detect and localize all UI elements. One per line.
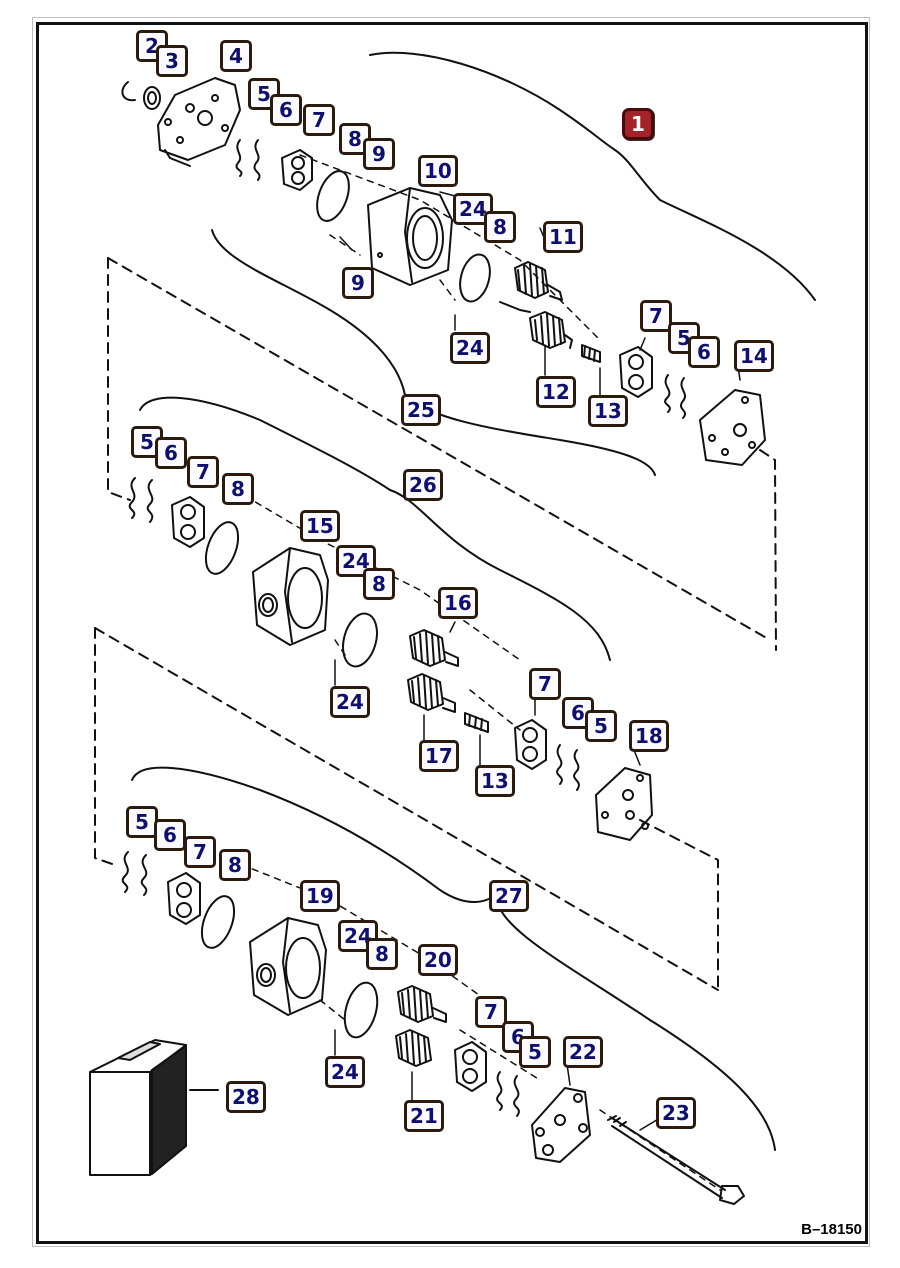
callout-24[interactable]: 24 [330, 686, 370, 718]
end-cover-22 [531, 1087, 591, 1163]
callout-1-assembly[interactable]: 1 [622, 108, 654, 140]
outer-border [32, 17, 870, 1247]
bushing-block-7-bottom [167, 872, 201, 925]
bushing-block-7-rear-mid [514, 719, 547, 770]
callout-15[interactable]: 15 [300, 510, 340, 542]
o-ring-8-mid [204, 521, 240, 575]
diagram-reference-code: B–18150 [801, 1221, 862, 1238]
callout-27[interactable]: 27 [489, 880, 529, 912]
snap-ring-2 [121, 81, 136, 102]
callout-26[interactable]: 26 [403, 469, 443, 501]
callout-20[interactable]: 20 [418, 944, 458, 976]
callout-24[interactable]: 24 [325, 1056, 365, 1088]
brace-group-26 [139, 396, 611, 661]
o-ring-8-top [316, 170, 350, 222]
callout-19[interactable]: 19 [300, 880, 340, 912]
callout-24[interactable]: 24 [450, 332, 490, 364]
springs-5-6-top [235, 139, 261, 181]
callout-16[interactable]: 16 [438, 587, 478, 619]
springs-5-6-rear-top [664, 374, 686, 419]
end-cover-18 [595, 767, 653, 841]
callout-7[interactable]: 7 [640, 300, 672, 332]
springs-5-6-mid [128, 477, 154, 523]
driven-gear-17 [407, 673, 456, 713]
gear-housing-10 [367, 187, 453, 286]
springs-5-6-bottom [121, 851, 148, 896]
springs-5-6-rear-mid [556, 744, 580, 791]
drive-gear-11 [514, 261, 563, 301]
callout-23[interactable]: 23 [656, 1097, 696, 1129]
callout-12[interactable]: 12 [536, 376, 576, 408]
callout-8[interactable]: 8 [219, 849, 251, 881]
callout-3[interactable]: 3 [156, 45, 188, 77]
dashed-outline-section-3 [94, 627, 719, 991]
callout-17[interactable]: 17 [419, 740, 459, 772]
callout-8[interactable]: 8 [363, 568, 395, 600]
seal-kit-box-28 [89, 1039, 219, 1176]
callout-4[interactable]: 4 [220, 40, 252, 72]
callout-11[interactable]: 11 [543, 221, 583, 253]
callout-8[interactable]: 8 [222, 473, 254, 505]
brace-group-27 [131, 766, 776, 1151]
callout-9[interactable]: 9 [363, 138, 395, 170]
callout-28[interactable]: 28 [226, 1081, 266, 1113]
mounting-flange-4 [157, 77, 241, 167]
bushing-block-7-mid [171, 496, 205, 548]
brace-group-25 [211, 229, 656, 476]
drive-gear-20 [397, 985, 447, 1023]
key-13-top [581, 344, 601, 363]
callout-10[interactable]: 10 [418, 155, 458, 187]
driven-gear-21 [395, 1029, 432, 1067]
callout-5[interactable]: 5 [519, 1036, 551, 1068]
springs-5-6-rear-bottom [496, 1071, 520, 1117]
dashed-outline-section-2 [107, 257, 777, 651]
brace-assembly-1 [369, 51, 816, 301]
callout-13[interactable]: 13 [588, 395, 628, 427]
gear-housing-15 [252, 547, 329, 646]
callout-6[interactable]: 6 [688, 336, 720, 368]
diagram-frame [36, 22, 868, 1244]
key-13-mid [464, 712, 489, 733]
callout-22[interactable]: 22 [563, 1036, 603, 1068]
drive-gear-16 [409, 629, 459, 667]
o-ring-8-bottom [200, 895, 236, 949]
callout-7[interactable]: 7 [184, 836, 216, 868]
seal-3 [143, 86, 161, 110]
callout-14[interactable]: 14 [734, 340, 774, 372]
callout-7[interactable]: 7 [187, 456, 219, 488]
o-ring-8-mid-2 [342, 612, 378, 668]
callout-7[interactable]: 7 [303, 104, 335, 136]
callout-6[interactable]: 6 [270, 94, 302, 126]
gear-housing-19 [249, 917, 327, 1016]
callout-8[interactable]: 8 [366, 938, 398, 970]
callout-13[interactable]: 13 [475, 765, 515, 797]
o-ring-8-bottom-2 [343, 981, 379, 1039]
callout-5[interactable]: 5 [126, 806, 158, 838]
bushing-block-7-top [281, 149, 313, 191]
callout-7[interactable]: 7 [529, 668, 561, 700]
callout-6[interactable]: 6 [155, 437, 187, 469]
callout-5[interactable]: 5 [585, 710, 617, 742]
tie-bolt-23 [607, 1115, 745, 1205]
callout-7[interactable]: 7 [475, 996, 507, 1028]
callout-24[interactable]: 24 [453, 193, 493, 225]
o-ring-8-mid-top [459, 253, 491, 303]
bushing-block-7-rear-top [619, 346, 653, 398]
callout-21[interactable]: 21 [404, 1100, 444, 1132]
driven-gear-12 [499, 301, 573, 349]
callout-25[interactable]: 25 [401, 394, 441, 426]
callout-8[interactable]: 8 [484, 211, 516, 243]
end-cover-14 [699, 389, 766, 466]
callout-18[interactable]: 18 [629, 720, 669, 752]
bushing-block-7-rear-bottom [454, 1041, 487, 1092]
callout-6[interactable]: 6 [154, 819, 186, 851]
callout-9[interactable]: 9 [342, 267, 374, 299]
